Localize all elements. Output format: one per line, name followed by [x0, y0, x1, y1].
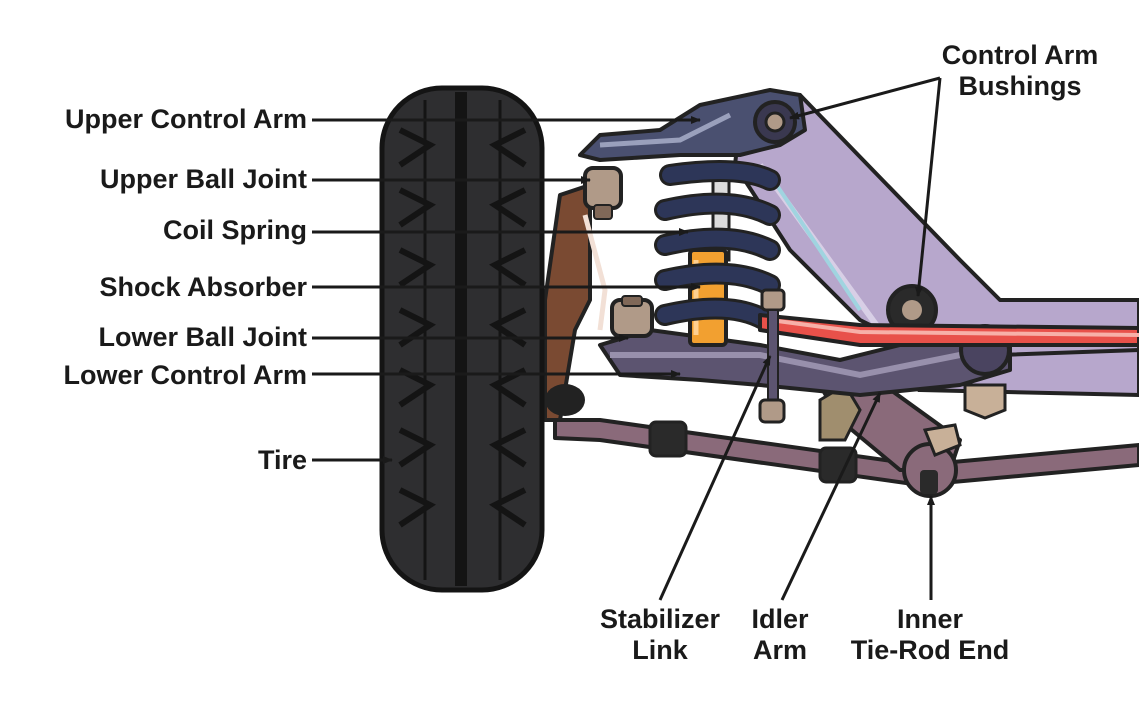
upper-ball-joint: [583, 166, 623, 220]
lower-ball-joint: [610, 295, 654, 338]
label-upper-control-arm: Upper Control Arm: [65, 104, 307, 134]
coil-spring: [654, 160, 781, 331]
label-stabilizer-link: Stabilizer Link: [575, 604, 745, 666]
label-coil-spring: Coil Spring: [163, 215, 307, 245]
stabilizer-link: [758, 288, 786, 424]
steering-knuckle: [543, 183, 608, 422]
label-control-arm-bushings-line1: Control Arm: [941, 40, 1099, 70]
stabilizer-bar: [758, 313, 1139, 347]
label-inner-tie-rod-end-line2: Tie-Rod End: [850, 635, 1010, 665]
idler-arm: [818, 373, 962, 498]
label-stabilizer-link-line1: Stabilizer: [599, 604, 721, 634]
upper-control-arm: [578, 88, 807, 162]
label-inner-tie-rod-end-line1: Inner: [896, 604, 963, 634]
label-idler-arm-line2: Arm: [752, 635, 807, 665]
leader-lines: [312, 76, 942, 601]
label-idler-arm: Idler Arm: [730, 604, 830, 666]
label-lower-control-arm: Lower Control Arm: [63, 360, 307, 390]
arrow-stabilizer-link: [658, 355, 772, 601]
label-lower-ball-joint: Lower Ball Joint: [98, 322, 307, 352]
label-upper-ball-joint: Upper Ball Joint: [99, 164, 307, 194]
label-control-arm-bushings-line2: Bushings: [958, 71, 1082, 101]
label-inner-tie-rod-end: Inner Tie-Rod End: [830, 604, 1030, 666]
tie-rod-sleeve: [648, 420, 688, 458]
outer-tie-rod-end: [545, 384, 585, 416]
inner-tie-rod-stud: [920, 470, 938, 494]
label-tire: Tire: [257, 445, 307, 475]
label-idler-arm-line1: Idler: [751, 604, 809, 634]
arrow-idler-arm: [780, 392, 882, 601]
label-stabilizer-link-line2: Link: [632, 635, 688, 665]
arrow-bushing-upper: [789, 76, 941, 120]
tie-rod: [545, 384, 1139, 487]
label-shock-absorber: Shock Absorber: [99, 272, 307, 302]
label-control-arm-bushings: Control Arm Bushings: [915, 40, 1125, 102]
arrow-bushing-lower: [914, 77, 942, 297]
